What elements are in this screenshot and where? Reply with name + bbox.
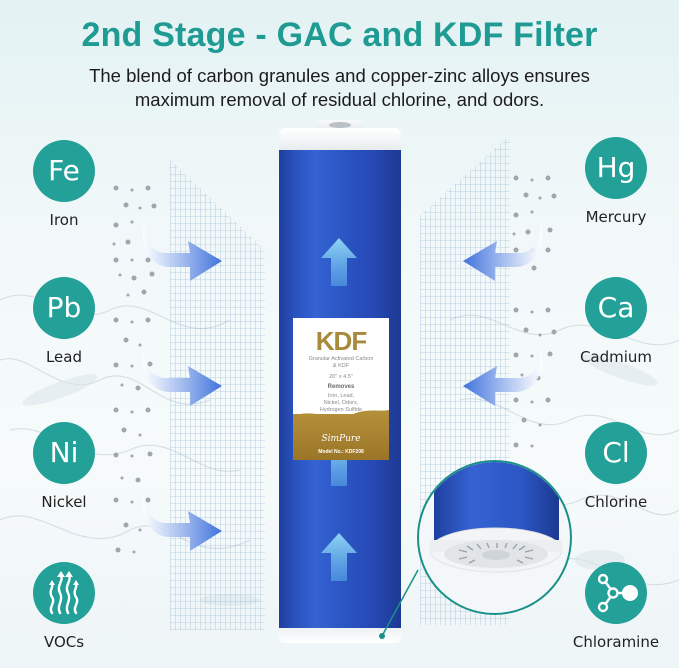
contaminant-label: Cadmium xyxy=(579,348,653,366)
subtitle-line-1: The blend of carbon granules and copper-… xyxy=(89,65,590,86)
cartridge-top-cap xyxy=(279,128,401,150)
page-title: 2nd Stage - GAC and KDF Filter xyxy=(81,16,598,54)
element-icon: Ca xyxy=(585,277,647,339)
element-icon: Cl xyxy=(585,422,647,484)
contaminant-badge-nickel: Ni Nickel xyxy=(18,422,110,511)
contaminant-badge-chlorine: Cl Chlorine xyxy=(570,422,662,511)
page-subtitle: The blend of carbon granules and copper-… xyxy=(0,64,679,112)
cartridge-bottom-cap xyxy=(279,628,401,643)
label-gold-band: SimPure Model No.: KDF208 xyxy=(293,414,389,460)
kdf-logo: KDF xyxy=(315,326,367,356)
label-removes-3: Hydrogen Sulfide xyxy=(319,407,363,413)
label-line-1: Granular Activated Carbon xyxy=(308,356,374,362)
flow-arrow-right-2 xyxy=(463,340,543,406)
label-removes-heading: Removes xyxy=(327,384,355,390)
flow-arrow-left-2 xyxy=(142,340,222,406)
vapor-arrows-icon xyxy=(33,562,95,624)
label-removes-2: Nickel, Odors, xyxy=(323,400,359,406)
contaminant-badge-vocs: VOCs xyxy=(18,562,110,651)
model-number: Model No.: KDF208 xyxy=(318,449,364,455)
label-line-2: & KDF xyxy=(332,363,350,369)
contaminant-badge-cadmium: Ca Cadmium xyxy=(570,277,662,366)
contaminant-badge-chloramine: Chloramine xyxy=(570,562,662,651)
element-icon: Hg xyxy=(585,137,647,199)
contaminant-label: Mercury xyxy=(585,208,647,226)
contaminant-label: Chloramine xyxy=(572,633,660,651)
flow-arrow-left-1 xyxy=(142,215,222,281)
molecule-icon xyxy=(585,562,647,624)
contaminant-badge-iron: Fe Iron xyxy=(18,140,110,229)
contaminant-label: VOCs xyxy=(43,633,85,651)
up-arrow-icon xyxy=(321,238,357,286)
flow-arrow-left-3 xyxy=(142,485,222,551)
contaminant-label: Iron xyxy=(49,211,79,229)
filter-cartridge: KDF Granular Activated Carbon & KDF 20" … xyxy=(279,120,401,643)
label-removes-1: Iron, Lead, xyxy=(327,393,355,399)
label-size: 20" x 4.5" xyxy=(329,374,353,380)
up-arrow-icon xyxy=(321,533,357,581)
cartridge-bottom-detail-inset xyxy=(417,460,572,615)
contaminant-badge-lead: Pb Lead xyxy=(18,277,110,366)
subtitle-line-2: maximum removal of residual chlorine, an… xyxy=(134,89,545,110)
element-icon: Pb xyxy=(33,277,95,339)
flow-arrow-right-1 xyxy=(463,215,543,281)
brand-logo: SimPure xyxy=(321,434,361,444)
contaminant-label: Chlorine xyxy=(584,493,648,511)
element-icon: Ni xyxy=(33,422,95,484)
callout-line xyxy=(379,569,419,639)
contaminant-label: Nickel xyxy=(41,493,87,511)
element-icon: Fe xyxy=(33,140,95,202)
contaminant-label: Lead xyxy=(45,348,83,366)
contaminant-particles-right xyxy=(512,175,557,448)
product-label: KDF Granular Activated Carbon & KDF 20" … xyxy=(293,318,389,460)
contaminant-particles-left xyxy=(112,185,157,554)
contaminant-badge-mercury: Hg Mercury xyxy=(570,137,662,226)
